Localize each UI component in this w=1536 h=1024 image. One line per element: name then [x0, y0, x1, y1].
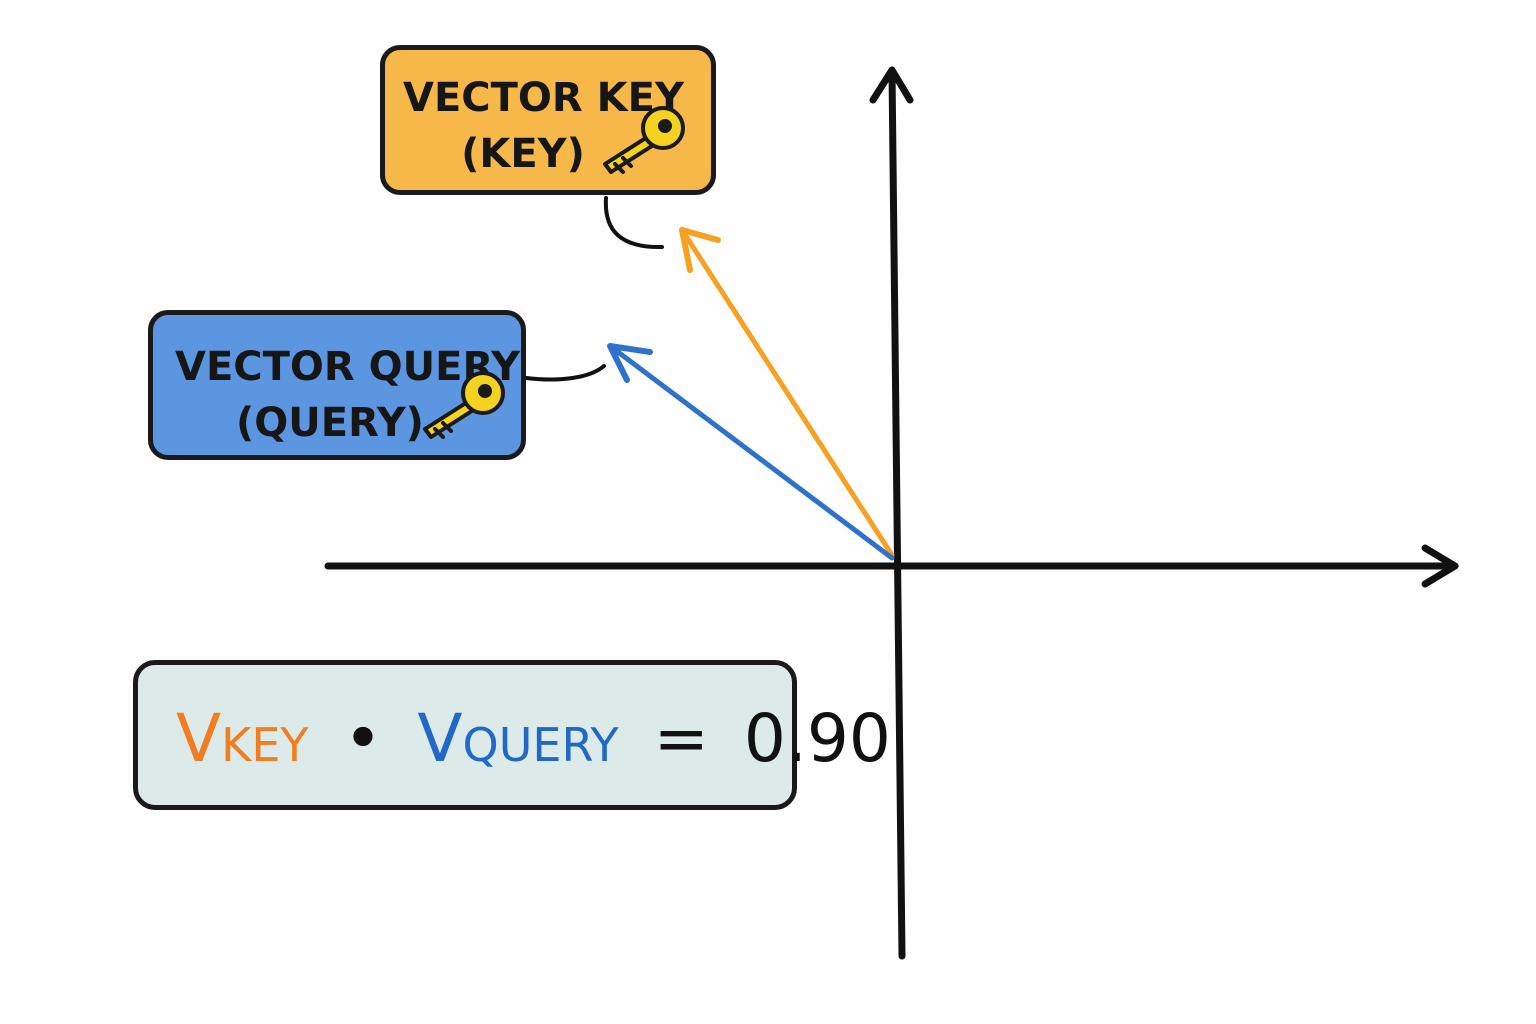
query-label-title: VECTOR QUERY	[175, 344, 521, 390]
y-axis	[888, 68, 906, 960]
query-vector-line	[607, 343, 895, 561]
x-axis	[324, 561, 1459, 570]
coordinate-axes	[324, 66, 1459, 960]
key-label-text: VECTOR KEY (KEY)	[403, 70, 684, 182]
x-axis-arrowhead	[1421, 544, 1459, 588]
key-label-subtitle: (KEY)	[461, 131, 585, 177]
dot-product-result: 0.90	[743, 700, 891, 777]
query-leader-line	[524, 364, 606, 382]
query-vector-subscript: QUERY	[462, 718, 619, 772]
dot-product-formula-box: VKEY • VQUERY = 0.90	[133, 660, 891, 810]
dot-operator: •	[343, 700, 383, 777]
key-vector-arrowhead	[679, 227, 721, 273]
query-label-box: VECTOR QUERY (QUERY)	[148, 310, 526, 460]
key-vector-line	[679, 227, 895, 558]
key-label-box: VECTOR KEY (KEY)	[380, 45, 716, 195]
key-icon	[423, 371, 505, 439]
key-vector-symbol: V	[176, 700, 222, 777]
key-leader-line	[603, 196, 664, 250]
key-vector	[679, 227, 895, 558]
query-vector-arrowhead	[607, 343, 653, 383]
y-axis-arrowhead	[869, 66, 914, 104]
query-vector	[607, 343, 895, 561]
key-icon	[603, 106, 685, 174]
key-vector-subscript: KEY	[221, 718, 309, 772]
query-label-text: VECTOR QUERY (QUERY)	[175, 339, 521, 451]
key-label-title: VECTOR KEY	[403, 75, 684, 121]
equals-sign: =	[653, 700, 709, 777]
query-vector-symbol: V	[417, 700, 463, 777]
query-label-subtitle: (QUERY)	[236, 400, 424, 446]
dot-product-formula: VKEY • VQUERY = 0.90	[176, 699, 891, 785]
